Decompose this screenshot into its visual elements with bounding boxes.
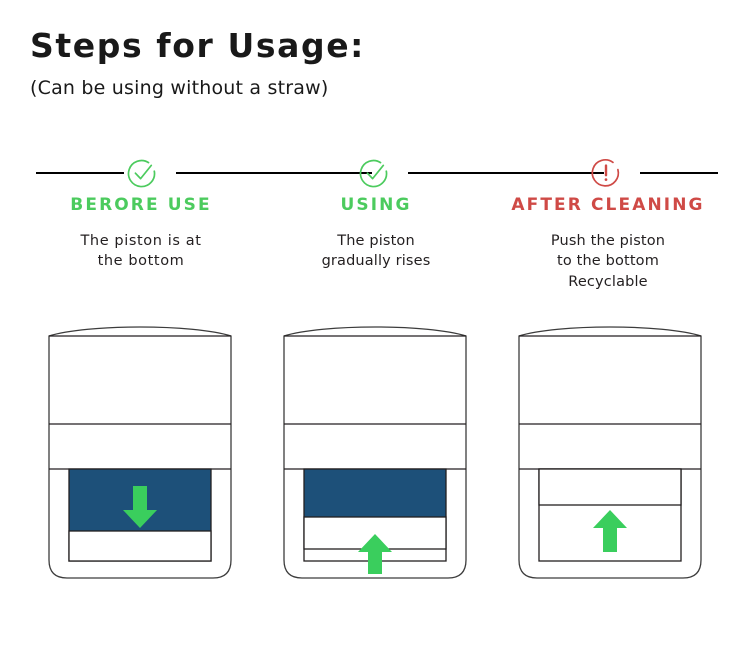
step-description: Push the piston to the bottom Recyclable xyxy=(483,231,733,293)
divider-segment-1 xyxy=(36,172,124,174)
step-divider-row xyxy=(36,155,718,191)
step-heading: BERORE USE xyxy=(70,195,212,215)
page-subtitle: (Can be using without a straw) xyxy=(30,77,329,100)
step-description-line: The piston is at xyxy=(80,232,202,249)
bottle-piston-bottom xyxy=(47,312,233,580)
check-circle-icon xyxy=(124,155,160,191)
bottle-piston-top xyxy=(517,312,703,580)
page-title: Steps for Usage: xyxy=(30,26,365,65)
step-description-line: the bottom xyxy=(97,253,185,270)
exclamation-circle-icon xyxy=(588,155,624,191)
step-description-line: Recyclable xyxy=(568,273,648,290)
header: Steps for Usage: (Can be using without a… xyxy=(30,26,720,100)
divider-segment-2 xyxy=(176,172,372,174)
step-description-line: gradually rises xyxy=(321,253,431,270)
bottle-piston-middle xyxy=(282,312,468,580)
divider-segment-4 xyxy=(640,172,718,174)
step-heading: AFTER CLEANING xyxy=(511,195,705,215)
step-description-line: Push the piston xyxy=(550,232,666,249)
divider-segment-3 xyxy=(408,172,604,174)
step-column-3: AFTER CLEANING Push the piston to the bo… xyxy=(483,196,733,292)
step-description: The piston is at the bottom xyxy=(16,231,266,272)
check-circle-icon xyxy=(356,155,392,191)
step-description: The piston gradually rises xyxy=(251,231,501,272)
step-column-2: USING The piston gradually rises xyxy=(251,196,501,272)
step-heading: USING xyxy=(340,195,412,215)
step-column-1: BERORE USE The piston is at the bottom xyxy=(16,196,266,272)
step-description-line: to the bottom xyxy=(557,253,659,270)
step-description-line: The piston xyxy=(337,232,415,249)
